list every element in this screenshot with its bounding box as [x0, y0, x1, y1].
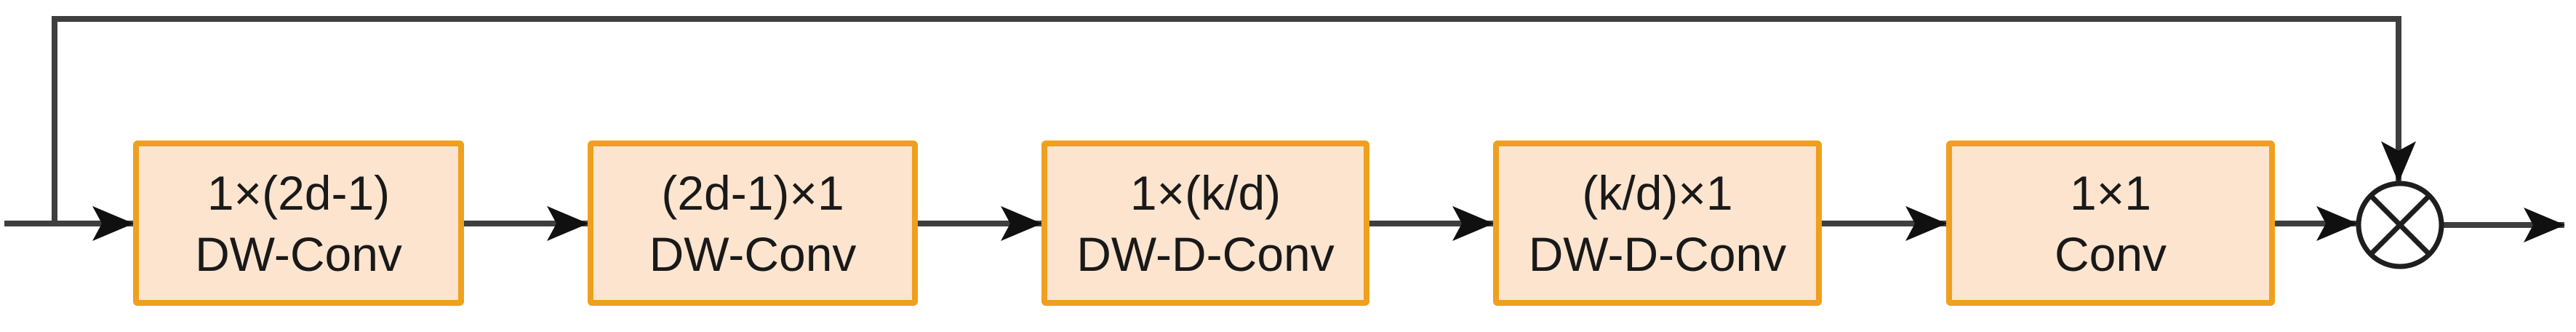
skip-connection-wire [52, 16, 2416, 224]
block-kernel-label: (2d-1)×1 [661, 165, 844, 220]
block-kernel-label: 1×(2d-1) [207, 165, 391, 220]
block-type-label: DW-D-Conv [1076, 226, 1335, 281]
block-type-label: DW-D-Conv [1528, 226, 1787, 281]
multiply-x-icon [2369, 194, 2431, 256]
block-kernel-label: 1×1 [2070, 165, 2151, 220]
block-kernel-label: (k/d)×1 [1582, 165, 1733, 220]
block-type-label: DW-Conv [195, 226, 402, 281]
block-type-label: Conv [2054, 226, 2167, 281]
block-kernel-label: 1×(k/d) [1129, 165, 1281, 220]
block-dw-d-conv-horizontal: 1×(k/d) DW-D-Conv [1041, 141, 1369, 306]
block-dw-conv-horizontal: 1×(2d-1) DW-Conv [133, 141, 464, 306]
block-type-label: DW-Conv [649, 226, 857, 281]
block-dw-conv-vertical: (2d-1)×1 DW-Conv [588, 141, 918, 306]
block-1x1-conv: 1×1 Conv [1946, 141, 2275, 306]
multiply-operator-node [2356, 181, 2444, 269]
block-dw-d-conv-vertical: (k/d)×1 DW-D-Conv [1493, 141, 1822, 306]
